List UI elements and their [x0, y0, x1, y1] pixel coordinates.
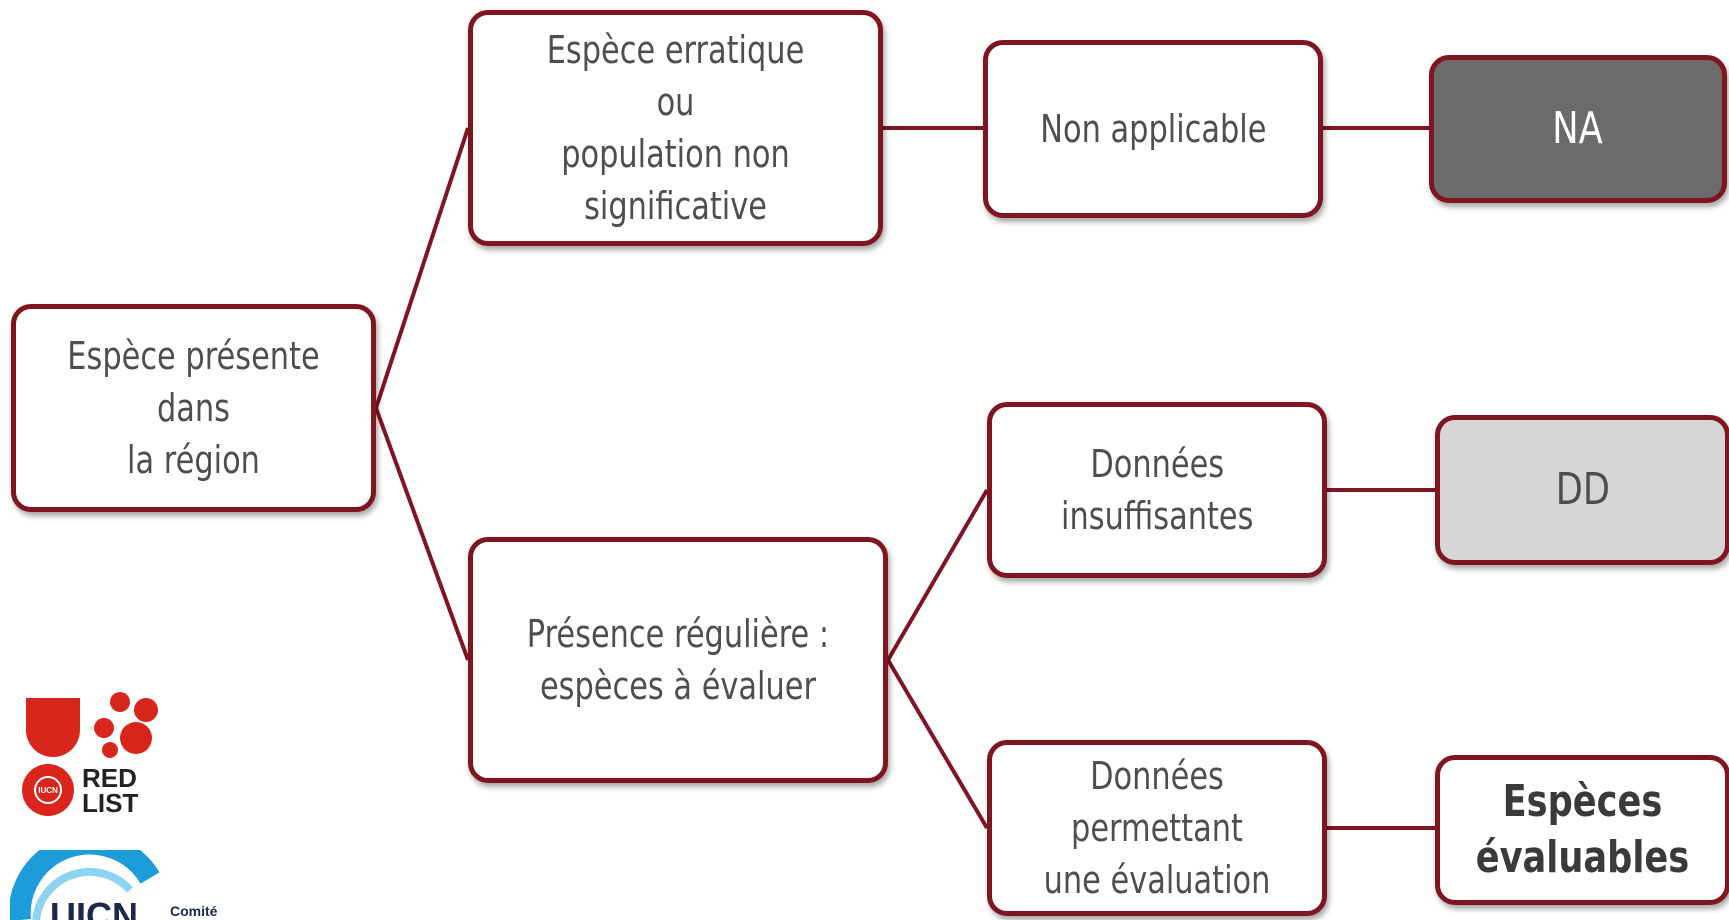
node-espece-erratique: Espèce erratique ou population non signi…	[468, 10, 883, 246]
node-espece-erratique-label: Espèce erratique ou population non signi…	[546, 28, 805, 228]
node-dd: DD	[1435, 415, 1729, 565]
node-non-applicable: Non applicable	[983, 40, 1323, 218]
node-espece-presente-label: Espèce présente dans la région	[67, 334, 320, 482]
uicn-logo: UICN Comité	[10, 850, 218, 920]
connector-regular-to-dd-label	[886, 488, 989, 662]
node-especes-evaluables: Espèces évaluables	[1435, 755, 1729, 905]
list-text: LIST	[82, 788, 138, 818]
connector-root-to-erratic	[374, 127, 470, 409]
red-text: RED	[82, 763, 137, 793]
iucn-badge-text: IUCN	[38, 786, 58, 795]
node-presence-reguliere: Présence régulière : espèces à évaluer	[468, 537, 888, 783]
connector-regular-to-eval-label	[886, 658, 989, 830]
node-donnees-insuffisantes-label: Données insuffisantes	[1060, 442, 1254, 538]
node-donnees-evaluation-label: Données permettant une évaluation	[1043, 754, 1271, 902]
node-dd-label: DD	[1555, 464, 1610, 515]
node-presence-reguliere-label: Présence régulière : espèces à évaluer	[526, 612, 830, 708]
node-especes-evaluables-label: Espèces évaluables	[1475, 776, 1690, 883]
uicn-text: UICN	[50, 895, 138, 920]
red-list-logo: IUCN RED LIST	[22, 692, 158, 818]
node-donnees-insuffisantes: Données insuffisantes	[987, 402, 1327, 578]
node-non-applicable-label: Non applicable	[1039, 107, 1267, 151]
node-donnees-evaluation: Données permettant une évaluation	[987, 740, 1327, 916]
node-espece-presente: Espèce présente dans la région	[11, 304, 376, 512]
comite-text: Comité	[170, 903, 218, 919]
connector-root-to-regular	[374, 407, 470, 661]
node-na-label: NA	[1552, 103, 1604, 154]
node-na: NA	[1429, 55, 1727, 203]
